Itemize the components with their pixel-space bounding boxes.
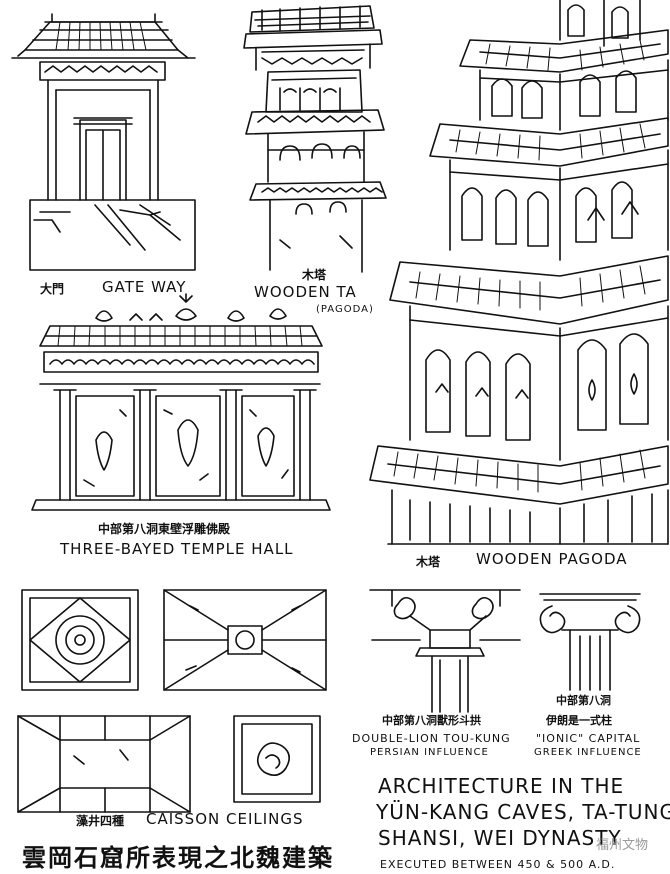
title-line-1: ARCHITECTURE IN THE xyxy=(378,774,625,798)
wooden-ta-label-cn: 木塔 xyxy=(302,268,327,282)
tou-kung-label-cn: 中部第八洞獸形斗拱 xyxy=(382,714,481,727)
wooden-ta-drawing xyxy=(243,5,387,273)
gateway-drawing xyxy=(11,13,196,271)
ionic-label-cn-1: 中部第八洞 xyxy=(556,694,611,707)
wooden-pagoda-label-cn: 木塔 xyxy=(416,555,441,569)
temple-hall-drawing xyxy=(31,293,331,511)
pagoda-note: (PAGODA) xyxy=(316,304,374,315)
temple-label-cn: 中部第八洞東壁浮雕佛殿 xyxy=(98,522,231,536)
title-line-3: SHANSI, WEI DYNASTY xyxy=(378,826,622,850)
ionic-note: GREEK INFLUENCE xyxy=(534,747,642,758)
wooden-pagoda-drawing xyxy=(369,0,669,545)
ionic-capital-drawing xyxy=(539,593,641,691)
ionic-label: "IONIC" CAPITAL xyxy=(536,732,641,745)
gateway-label-cn: 大門 xyxy=(40,282,65,296)
wooden-ta-label: WOODEN TA xyxy=(254,283,357,301)
caisson-ceilings-drawing xyxy=(17,589,327,813)
watermark: 福州文物 xyxy=(596,838,649,853)
caisson-label: CAISSON CEILINGS xyxy=(146,810,304,828)
tou-kung-note: PERSIAN INFLUENCE xyxy=(370,747,489,758)
tou-kung-label: DOUBLE-LION TOU-KUNG xyxy=(352,732,511,745)
tou-kung-drawing xyxy=(369,589,521,713)
caisson-label-cn: 藻井四種 xyxy=(76,814,125,828)
title-line-2: YÜN-KANG CAVES, TA-TUNG, xyxy=(376,800,670,824)
ionic-label-cn-2: 伊朗是一式柱 xyxy=(546,714,612,727)
gateway-label: GATE WAY xyxy=(102,278,187,296)
temple-label: THREE-BAYED TEMPLE HALL xyxy=(60,540,294,558)
wooden-pagoda-label: WOODEN PAGODA xyxy=(476,550,628,568)
bottom-title-cn: 雲岡石窟所表現之北魏建築 xyxy=(22,844,334,872)
title-line-4: EXECUTED BETWEEN 450 & 500 A.D. xyxy=(380,858,616,871)
